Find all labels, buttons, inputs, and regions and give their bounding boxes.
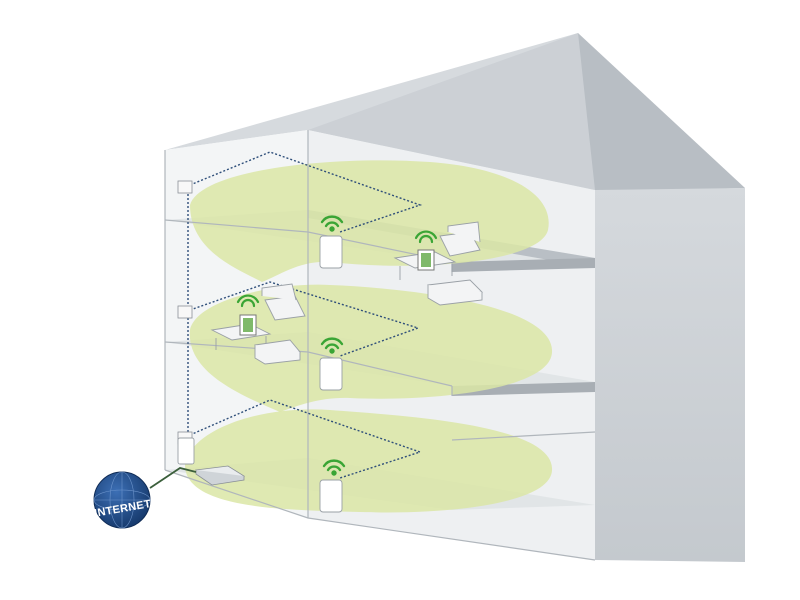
living-room-top: [393, 221, 483, 306]
roof-left: [165, 33, 595, 190]
powerline-adapter-middle: [319, 337, 344, 391]
powerline-cables: [187, 151, 423, 479]
wifi-signal-icon: [320, 337, 344, 354]
house-right-wall: [595, 188, 745, 562]
powerline-adapter-top: [319, 215, 344, 269]
powerline-adapter-base: [177, 437, 195, 465]
internet-cable: [149, 467, 197, 489]
living-room-middle: [210, 283, 306, 365]
powerline-adapter-bottom: [319, 459, 346, 513]
router-icon: [194, 465, 246, 486]
wifi-signal-icon: [414, 230, 438, 244]
wifi-signal-icon: [236, 294, 260, 308]
wifi-signal-icon: [320, 215, 344, 232]
house-frame-lines: [164, 130, 596, 561]
globe-icon: INTERNET: [93, 471, 152, 529]
coverage-bottom-floor: [185, 409, 553, 513]
wifi-signal-icon: [322, 459, 346, 476]
